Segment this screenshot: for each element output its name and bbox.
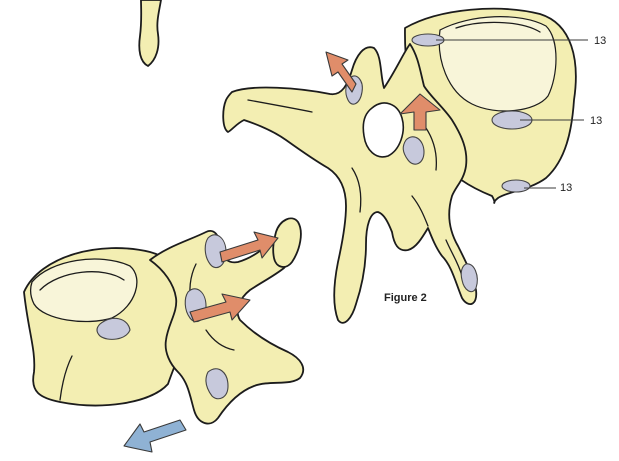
facet-costal-lower xyxy=(502,180,530,192)
blue-arrow xyxy=(124,420,186,452)
vertebral-foramen xyxy=(363,103,403,157)
spinous-process-fragment xyxy=(139,0,161,66)
upper-vertebra xyxy=(223,9,588,323)
callout-label: 13 xyxy=(560,183,572,194)
transverse-process-lower xyxy=(273,218,301,267)
callout-label: 13 xyxy=(590,116,602,127)
callout-label: 13 xyxy=(594,36,606,47)
lower-vertebra xyxy=(24,218,303,452)
figure-caption: Figure 2 xyxy=(384,292,427,304)
